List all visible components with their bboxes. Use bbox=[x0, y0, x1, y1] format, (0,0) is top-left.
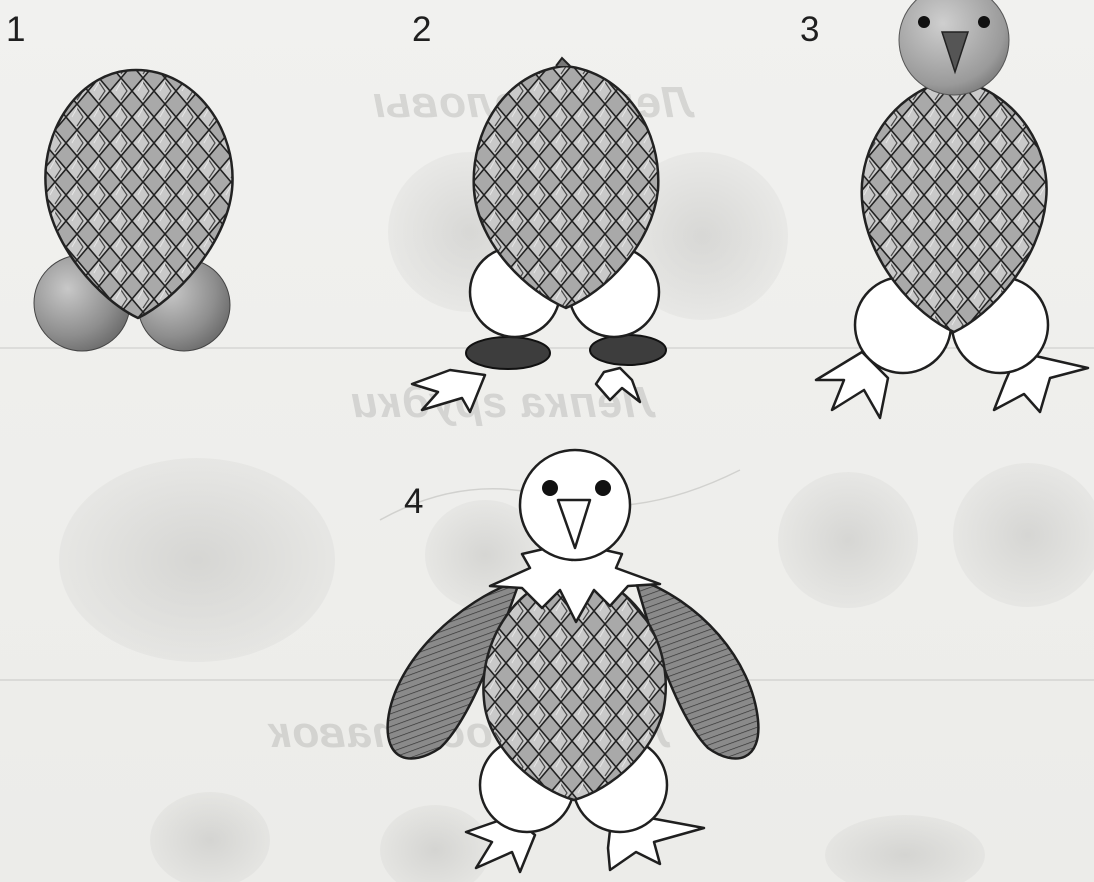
step-1-figure bbox=[34, 70, 233, 351]
step-1-number: 1 bbox=[6, 12, 25, 47]
step-2-number: 2 bbox=[412, 12, 431, 47]
step-3-figure bbox=[816, 0, 1088, 418]
step-3-number: 3 bbox=[800, 12, 819, 47]
step-4-number: 4 bbox=[404, 484, 423, 519]
